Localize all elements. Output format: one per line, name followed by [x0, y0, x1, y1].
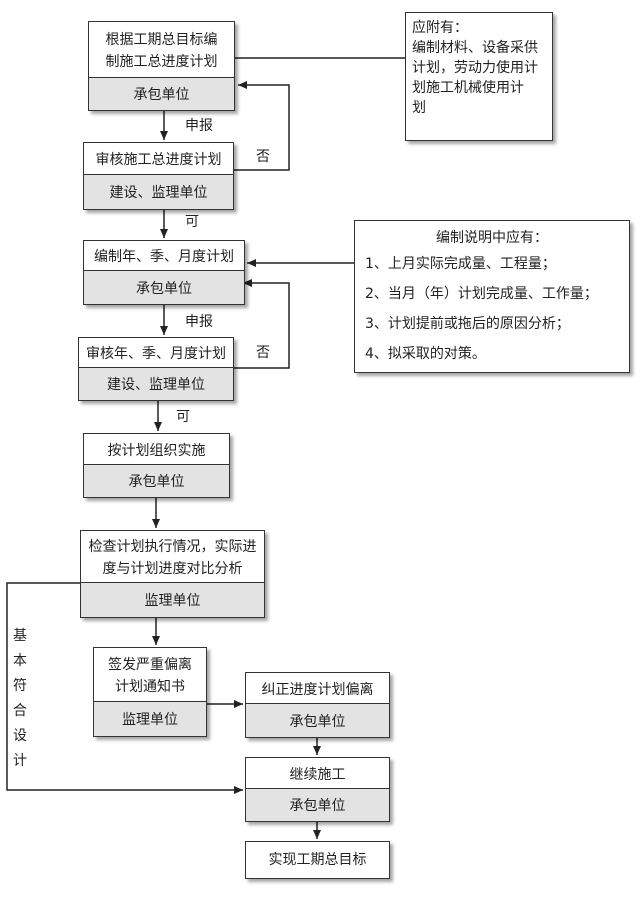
- box-implement-plan: 按计划组织实施 承包单位: [83, 433, 230, 498]
- note-attachments: 应附有： 编制材料、设备采供 计划，劳动力使用计 划施工机械使用计 划: [405, 12, 553, 141]
- label-no-2: 否: [256, 345, 270, 361]
- note-description-item: 4、拟采取的对策。: [365, 346, 486, 362]
- box-total-schedule-plan: 根据工期总目标编 制施工总进度计划 承包单位: [88, 21, 235, 111]
- box-review-total-plan-title: 审核施工总进度计划: [95, 152, 222, 168]
- box-achieve-goal: 实现工期总目标: [245, 841, 390, 879]
- loop-no-1: [234, 81, 290, 171]
- label-ok-1: 可: [185, 214, 199, 230]
- box-review-total-plan: 审核施工总进度计划 建设、监理单位: [83, 142, 234, 210]
- box-check-progress-title: 检查计划执行情况，实际进 度与计划进度对比分析: [88, 539, 257, 577]
- box-total-schedule-plan-party: 承包单位: [89, 77, 234, 110]
- label-report-1: 申报: [185, 118, 213, 134]
- box-review-periodic-plan-party: 建设、监理单位: [79, 367, 233, 400]
- box-correct-deviation-party: 承包单位: [246, 703, 389, 737]
- note-description-item: 2、当月（年）计划完成量、工作量；: [365, 286, 598, 302]
- label-basic-conformance: 基本符合设计: [13, 628, 27, 769]
- note-attachments-heading: 应附有：: [412, 20, 468, 36]
- label-ok-2: 可: [176, 409, 190, 425]
- box-check-progress: 检查计划执行情况，实际进 度与计划进度对比分析 监理单位: [80, 530, 265, 618]
- box-achieve-goal-title: 实现工期总目标: [268, 851, 367, 868]
- box-periodic-plan-title: 编制年、季、月度计划: [94, 249, 234, 265]
- box-total-schedule-plan-title: 根据工期总目标编 制施工总进度计划: [105, 32, 218, 70]
- note-attachments-line: 划施工机械使用计: [412, 80, 524, 96]
- box-periodic-plan-party: 承包单位: [84, 270, 244, 304]
- note-description: 编制说明中应有： 1、上月实际完成量、工程量； 2、当月（年）计划完成量、工作量…: [354, 220, 630, 373]
- box-implement-plan-title: 按计划组织实施: [107, 442, 206, 459]
- note-description-item: 3、计划提前或拖后的原因分析；: [365, 316, 570, 332]
- box-correct-deviation-title: 纠正进度计划偏离: [261, 681, 374, 698]
- box-deviation-notice-party: 监理单位: [94, 701, 206, 736]
- box-implement-plan-party: 承包单位: [84, 464, 229, 497]
- side-loop-line: [6, 582, 243, 794]
- box-deviation-notice: 签发严重偏离 计划通知书 监理单位: [93, 647, 207, 737]
- label-report-2: 申报: [185, 314, 213, 330]
- box-review-total-plan-party: 建设、监理单位: [84, 174, 233, 209]
- loop-no-2: [234, 279, 290, 369]
- box-review-periodic-plan: 审核年、季、月度计划 建设、监理单位: [78, 337, 234, 401]
- note-attachments-line: 计划，劳动力使用计: [412, 60, 538, 76]
- label-no-1: 否: [256, 149, 270, 165]
- box-continue-construction-party: 承包单位: [246, 788, 389, 821]
- box-continue-construction: 继续施工 承包单位: [245, 757, 390, 822]
- box-continue-construction-title: 继续施工: [289, 766, 346, 783]
- note-description-item: 1、上月实际完成量、工程量；: [365, 256, 556, 272]
- box-check-progress-party: 监理单位: [81, 582, 264, 617]
- box-correct-deviation: 纠正进度计划偏离 承包单位: [245, 672, 390, 738]
- note-attachments-line: 划: [412, 100, 426, 116]
- box-periodic-plan: 编制年、季、月度计划 承包单位: [83, 240, 245, 305]
- note-description-heading: 编制说明中应有：: [436, 230, 548, 246]
- note-attachments-line: 编制材料、设备采供: [412, 40, 538, 56]
- box-deviation-notice-title: 签发严重偏离 计划通知书: [108, 657, 192, 695]
- box-review-periodic-plan-title: 审核年、季、月度计划: [86, 346, 226, 362]
